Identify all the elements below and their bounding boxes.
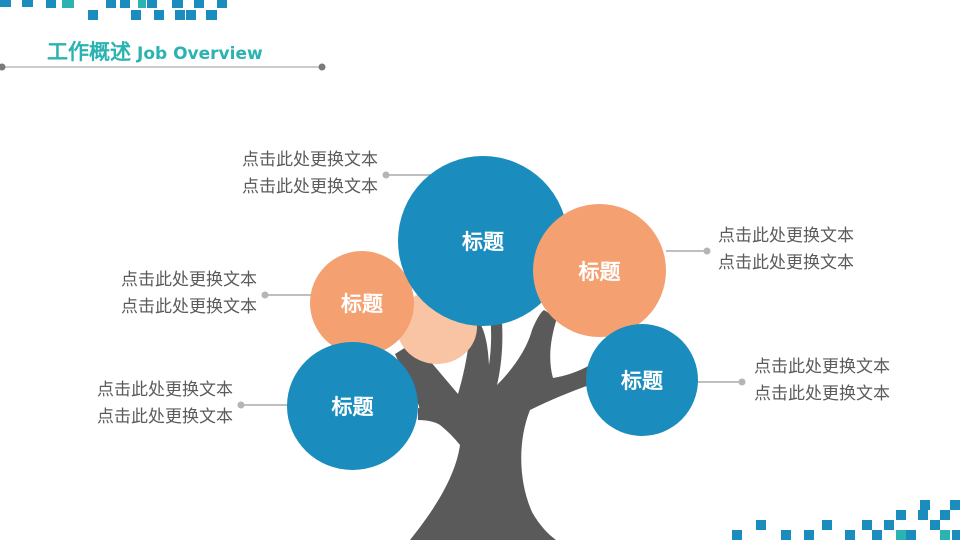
node-title: 标题 bbox=[578, 259, 621, 284]
node-description-right-upper: 点击此处更换文本 点击此处更换文本 bbox=[718, 223, 918, 277]
node-title: 标题 bbox=[621, 369, 663, 393]
description-line: 点击此处更换文本 bbox=[718, 226, 854, 246]
pixel-pattern-bottom-right-accent bbox=[896, 530, 950, 540]
node-title: 标题 bbox=[341, 292, 383, 316]
page-title: 工作概述 Job Overview bbox=[47, 36, 263, 66]
node-title: 标题 bbox=[331, 395, 374, 419]
node-bubble-left-lower[interactable]: 标题 bbox=[287, 342, 418, 470]
description-line: 点击此处更换文本 bbox=[242, 177, 378, 197]
description-line: 点击此处更换文本 bbox=[121, 297, 257, 317]
node-description-left-upper: 点击此处更换文本 点击此处更换文本 bbox=[57, 267, 257, 321]
description-line: 点击此处更换文本 bbox=[97, 407, 233, 427]
pixel-pattern-bottom-right bbox=[732, 500, 960, 540]
node-description-right-lower: 点击此处更换文本 点击此处更换文本 bbox=[754, 354, 954, 408]
pixel-pattern-top-left bbox=[0, 0, 227, 20]
header-underline bbox=[0, 63, 326, 71]
node-bubble-right-lower[interactable]: 标题 bbox=[586, 324, 698, 436]
node-description-center: 点击此处更换文本 点击此处更换文本 bbox=[178, 147, 378, 201]
description-line: 点击此处更换文本 bbox=[718, 253, 854, 273]
node-bubble-left-upper[interactable]: 标题 bbox=[310, 251, 414, 355]
pixel-pattern-top-left-accent bbox=[62, 0, 146, 8]
page-title-zh: 工作概述 bbox=[47, 40, 131, 64]
description-line: 点击此处更换文本 bbox=[97, 380, 233, 400]
tree-trunk bbox=[395, 300, 592, 540]
description-line: 点击此处更换文本 bbox=[754, 357, 890, 377]
connector-lines bbox=[241, 174, 742, 406]
page-title-en: Job Overview bbox=[137, 44, 263, 64]
description-line: 点击此处更换文本 bbox=[242, 150, 378, 170]
node-description-left-lower: 点击此处更换文本 点击此处更换文本 bbox=[33, 377, 233, 431]
connector-dots bbox=[237, 171, 746, 409]
node-title: 标题 bbox=[462, 230, 504, 254]
node-bubble-right-upper[interactable]: 标题 bbox=[533, 204, 666, 337]
description-line: 点击此处更换文本 bbox=[121, 270, 257, 290]
description-line: 点击此处更换文本 bbox=[754, 384, 890, 404]
